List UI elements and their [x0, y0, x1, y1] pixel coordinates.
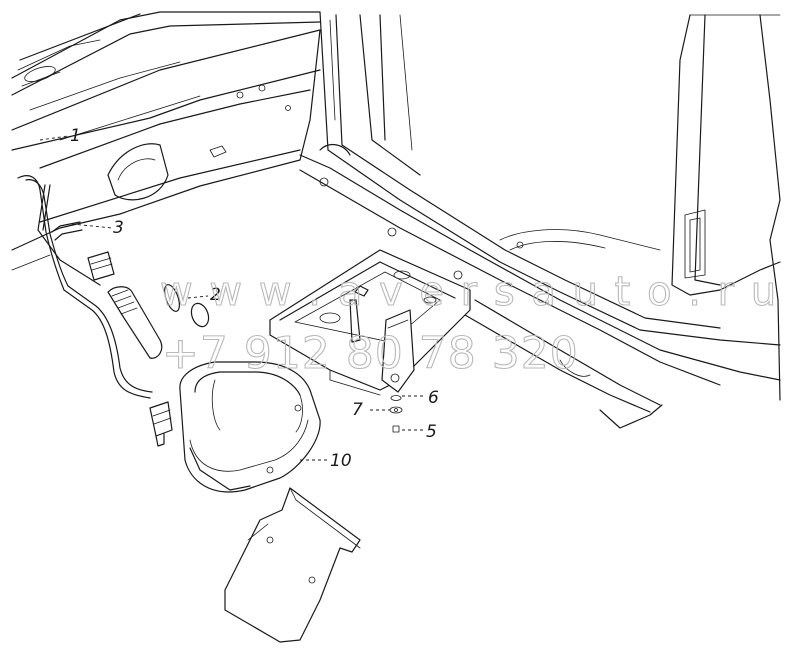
watermark-phone: +7 912 80 78 320	[162, 328, 579, 379]
callout-2: 2	[210, 285, 221, 305]
cover-plate	[224, 487, 361, 643]
watermark-url: w w w . a v e r s a u t o . r u	[160, 269, 778, 315]
callout-5: 5	[426, 422, 437, 442]
callout-7: 7	[352, 400, 363, 420]
callout-1: 1	[70, 126, 81, 146]
fasteners	[389, 395, 403, 433]
hose-assembly	[17, 175, 210, 447]
callout-3: 3	[113, 218, 124, 238]
cab-door-frame	[299, 11, 781, 429]
callout-6: 6	[428, 388, 439, 408]
callout-10: 10	[330, 451, 352, 471]
cab-front-panel	[11, 11, 321, 271]
callout-leaders	[39, 135, 426, 461]
housing-part-10	[179, 361, 321, 493]
mounting-bracket	[269, 249, 471, 396]
